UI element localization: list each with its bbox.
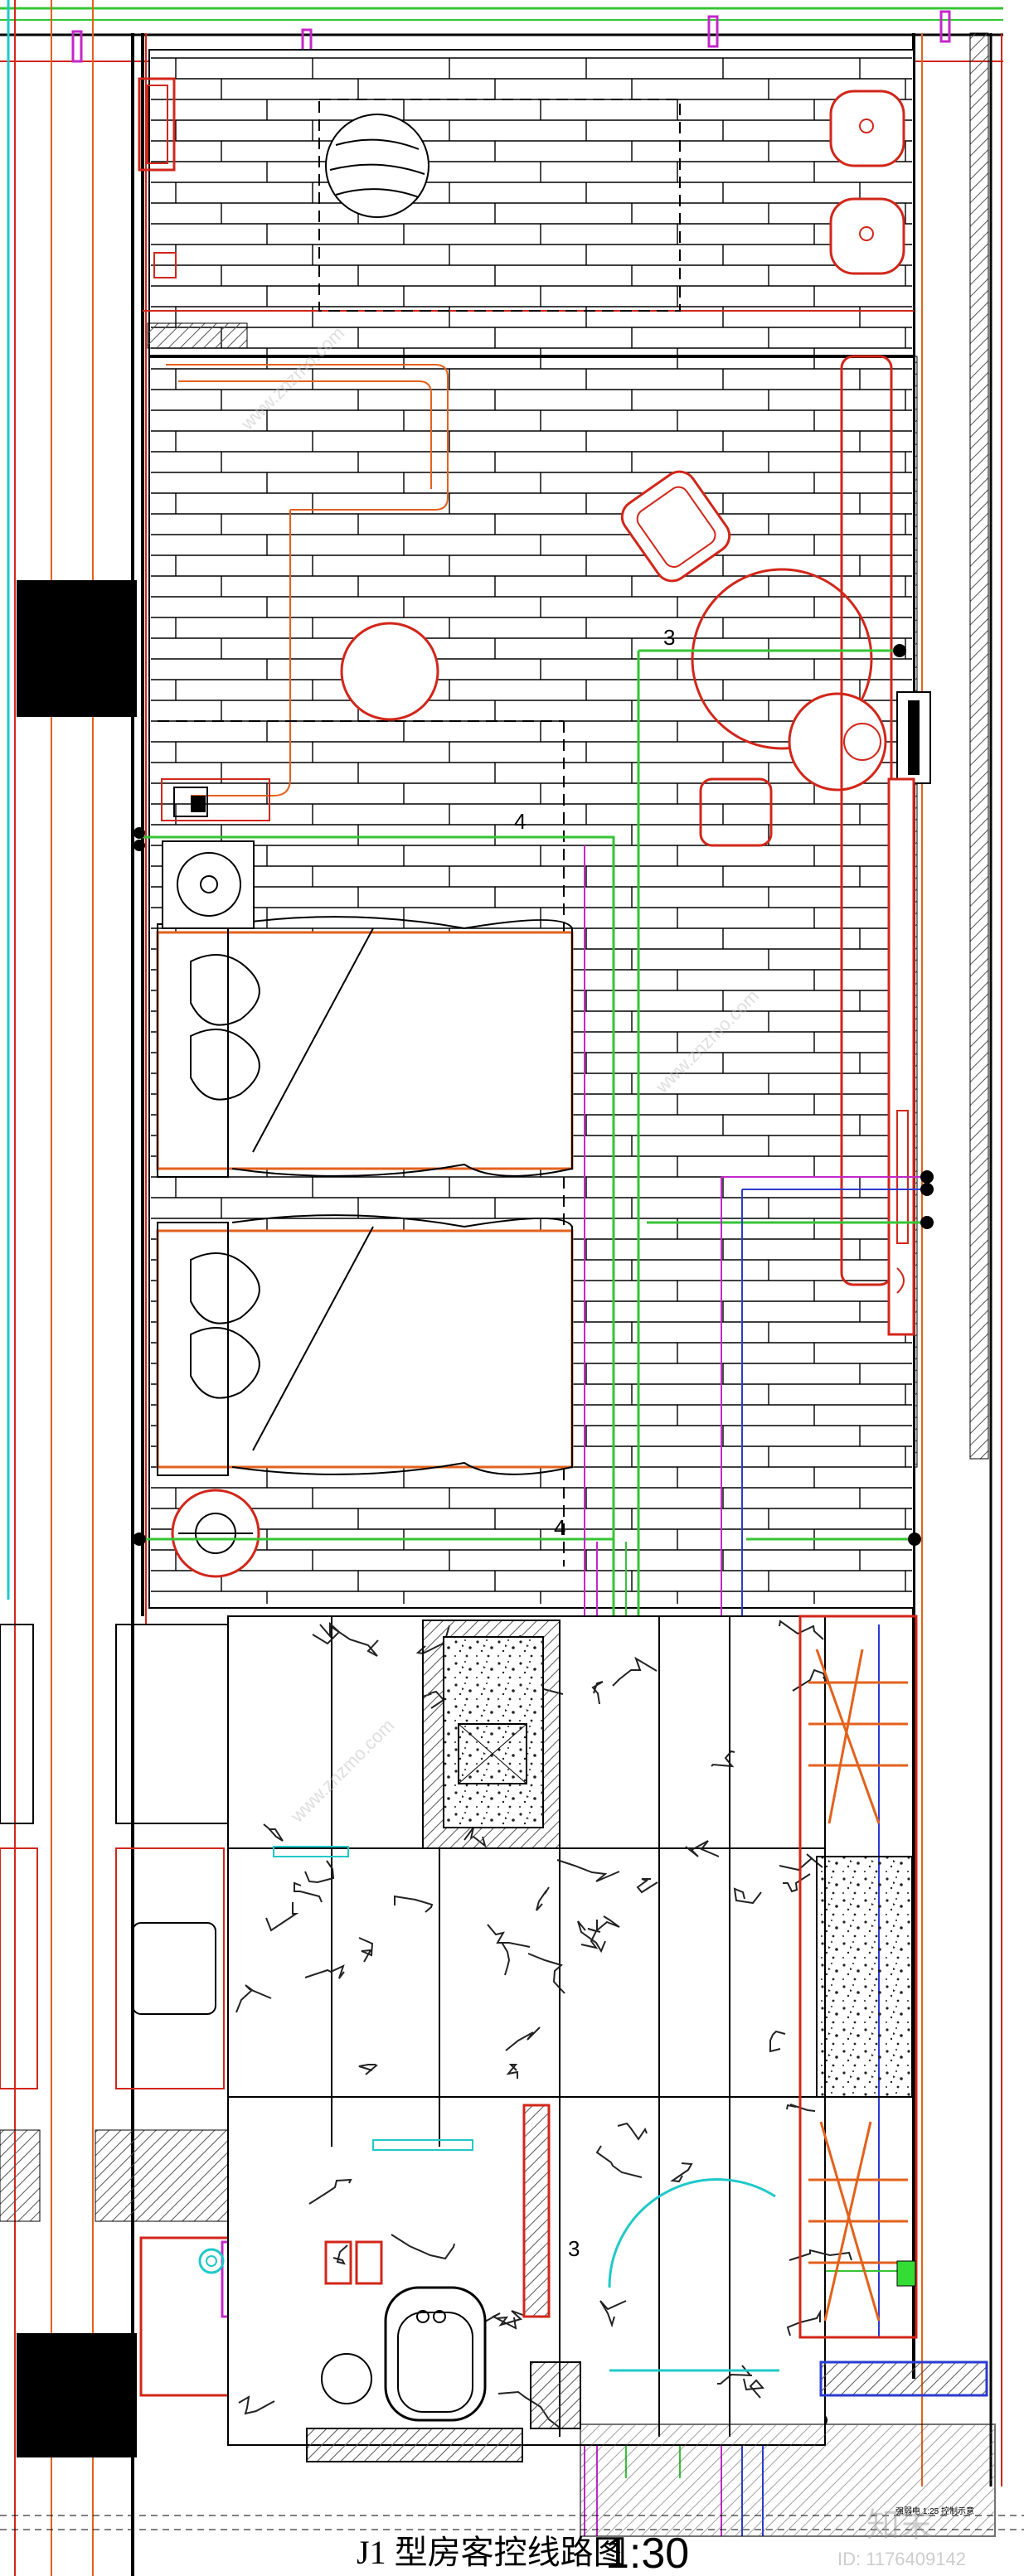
bottom-band xyxy=(0,2423,1024,2537)
small-legend-note: 强弱电 1:25 控制示意 xyxy=(895,2506,974,2516)
structural-column xyxy=(17,580,137,717)
bed-upper xyxy=(156,916,574,1178)
bed-lower xyxy=(156,1214,574,1476)
bedside-lamp-icon xyxy=(177,852,241,917)
round-table-icon xyxy=(691,568,873,750)
circuit-number-labels: 3 4 4 3 xyxy=(514,625,675,2261)
watermark-brand: 知末 xyxy=(866,2507,933,2544)
wash-basins xyxy=(829,90,905,275)
circuit-label: 4 xyxy=(514,809,526,834)
watermark-id: ID: 1176409142 xyxy=(837,2549,966,2569)
drawing-title-block: J1 型房客控线路图 1:30 强弱电 1:25 控制示意 xyxy=(357,2506,974,2576)
bathroom xyxy=(227,1615,988,2462)
circuit-label: 4 xyxy=(554,1515,565,1540)
drawing-scale: 1:30 xyxy=(605,2530,689,2576)
structural-column-lower xyxy=(17,2333,137,2457)
tv-desk xyxy=(840,355,915,1336)
entry-cabinet xyxy=(138,77,914,349)
radiator xyxy=(522,2104,551,2318)
ceiling-lamp-icon xyxy=(325,114,429,218)
circuit-label: 3 xyxy=(568,2236,580,2261)
closet-shelving xyxy=(798,1615,918,2339)
lounge-chair xyxy=(620,470,931,847)
floor-drain-icon xyxy=(321,2353,372,2404)
nightstands xyxy=(162,840,260,1578)
floor-lamp-icon xyxy=(340,622,439,721)
exterior-wall-hatch xyxy=(969,32,989,1460)
drawing-title: J1 型房客控线路图 xyxy=(357,2534,627,2571)
left-corridor xyxy=(0,0,292,2576)
circuit-label: 3 xyxy=(663,625,675,650)
